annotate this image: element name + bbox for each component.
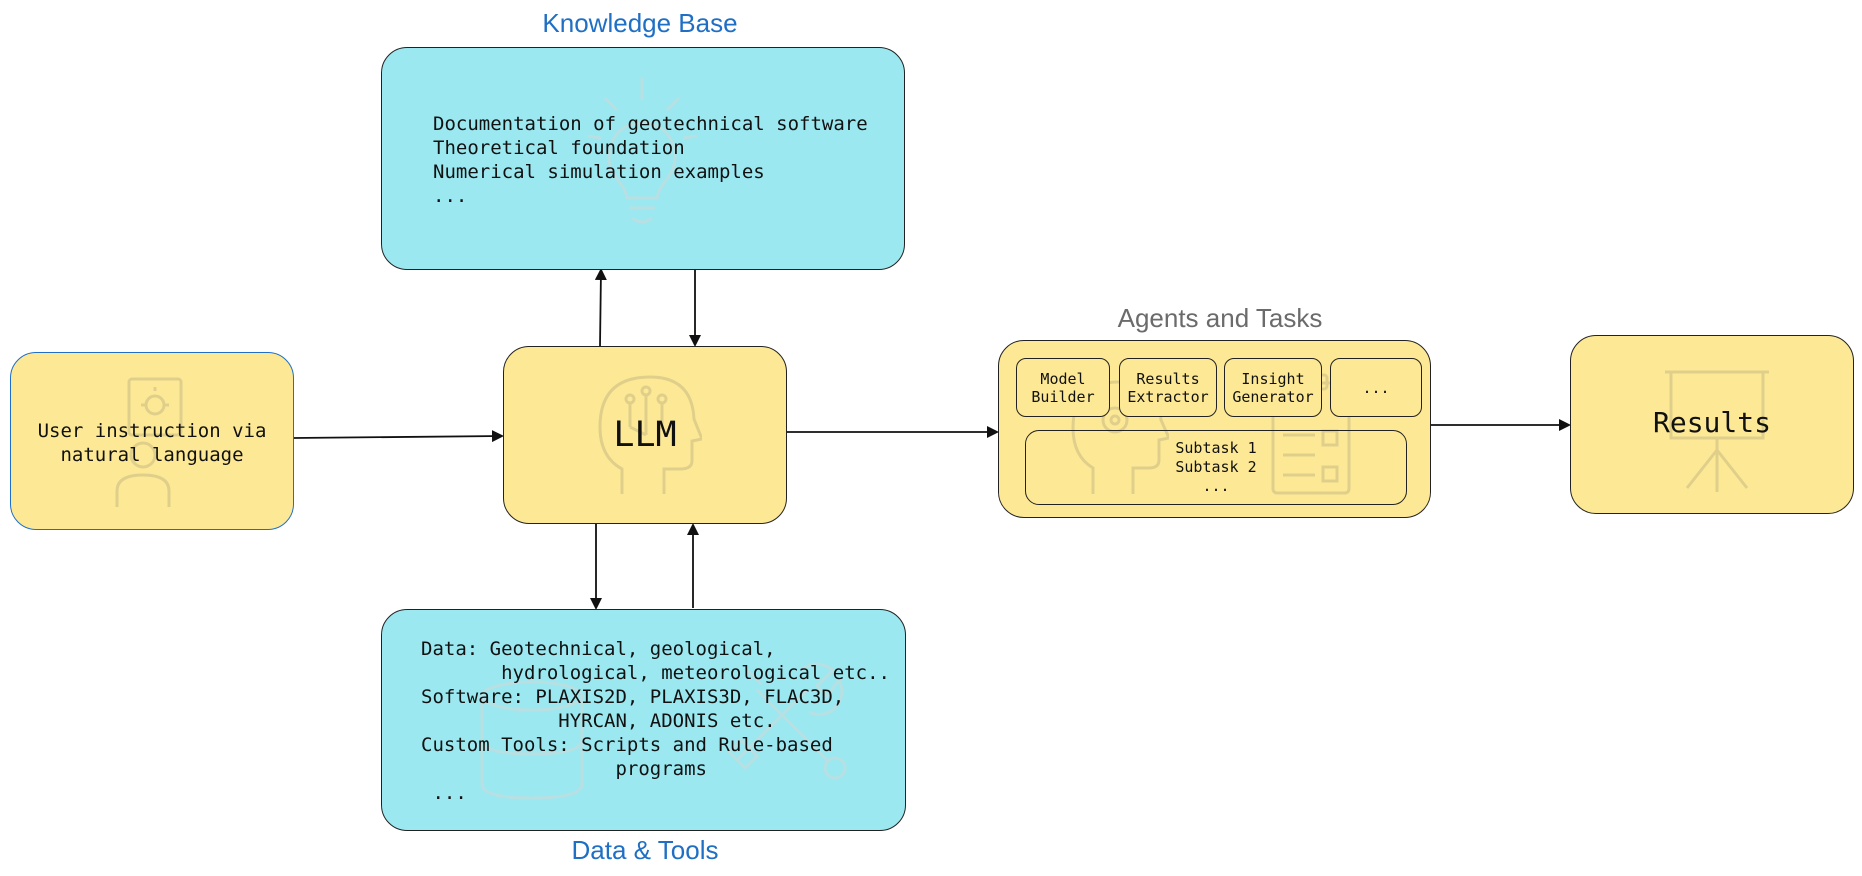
data-tools-content: Data: Geotechnical, geological, hydrolog… [421,637,890,805]
agent-box-insight-generator: Insight Generator [1224,358,1322,417]
results-box: Results [1570,335,1854,514]
data-tools-line: hydrological, meteorological etc.. [421,662,890,684]
agent-box-results-extractor: Results Extractor [1119,358,1217,417]
agent-box-line: Generator [1232,387,1314,406]
agent-box-line: Builder [1031,387,1095,406]
lightbulb-icon [587,78,697,224]
agent-box-line: ... [1362,378,1390,397]
agent-box-line: Extractor [1127,387,1209,406]
agent-box-more: ... [1330,358,1422,417]
database-icon [480,680,584,800]
arrow-llm-to-kb [594,268,607,347]
agent-box-line: Insight [1241,369,1305,388]
tools-icon [726,662,847,780]
knowledge-base-content: Documentation of geotechnical software T… [433,112,868,208]
user-instruction-line: User instruction via [37,420,267,442]
data-tools-line: Custom Tools: Scripts and Rule-based [421,734,833,756]
llm-box: LLM [503,346,787,524]
user-instruction-box: User instruction via natural language [10,352,294,530]
kb-line: Theoretical foundation [433,137,685,159]
presentation-icon [1665,370,1769,492]
user-instruction-line: natural language [60,444,244,466]
knowledge-base-box: Documentation of geotechnical software T… [381,47,905,270]
agent-box-line: Results [1136,369,1200,388]
arrow-user-to-llm [293,430,504,443]
brain-circuit-icon [598,375,702,494]
user-instruction-text: User instruction via natural language [11,419,293,467]
data-tools-box: Data: Geotechnical, geological, hydrolog… [381,609,906,831]
data-tools-line: Data: Geotechnical, geological, [421,638,776,660]
person-idea-icon [115,377,183,507]
data-tools-line: Software: PLAXIS2D, PLAXIS3D, FLAC3D, [421,686,845,708]
subtask-line: Subtask 2 [1175,458,1257,476]
data-tools-line: programs [421,758,707,780]
agent-box-model-builder: Model Builder [1016,358,1110,417]
agents-title: Agents and Tasks [1117,303,1323,333]
agents-box: Model Builder Results Extractor Insight … [998,340,1431,518]
agent-box-line: Model [1040,369,1086,388]
kb-line: Numerical simulation examples [433,161,765,183]
subtask-line: Subtask 1 [1175,439,1257,457]
data-tools-line: HYRCAN, ADONIS etc. [421,710,776,732]
kb-line: Documentation of geotechnical software [433,113,868,135]
subtask-box: Subtask 1 Subtask 2 ... [1025,430,1407,505]
knowledge-base-title: Knowledge Base [542,8,738,38]
subtask-line: ... [1202,477,1230,495]
kb-line: ... [433,185,468,207]
results-label: Results [1652,406,1771,439]
data-tools-title: Data & Tools [571,835,719,865]
llm-label: LLM [613,415,677,455]
data-tools-line: ... [421,782,467,804]
